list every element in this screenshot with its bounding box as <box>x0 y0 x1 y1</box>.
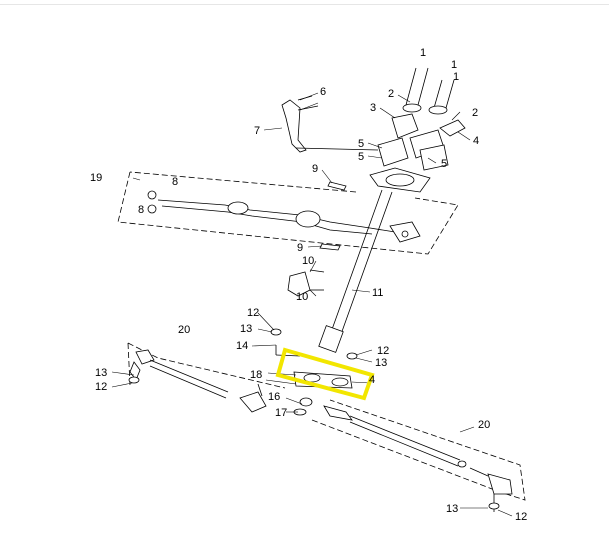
tie-rod-frame-left <box>127 342 286 389</box>
callout-13d: 13 <box>446 503 458 515</box>
callout-10a: 10 <box>302 255 314 267</box>
callout-2a: 2 <box>388 88 394 100</box>
callout-13a: 13 <box>240 323 252 335</box>
subassembly-frame-19 <box>117 171 459 255</box>
tie-rod-left <box>129 349 267 413</box>
callout-4a: 4 <box>473 135 479 147</box>
top-border-line <box>0 4 609 5</box>
leader-lines <box>111 92 513 517</box>
callout-17: 17 <box>275 407 287 419</box>
highlight-box <box>275 347 375 401</box>
callout-13b: 13 <box>375 357 387 369</box>
callout-3: 3 <box>370 102 376 114</box>
callout-9b: 9 <box>297 242 303 254</box>
upper-clamp-assembly <box>369 67 466 193</box>
callout-12d: 12 <box>515 511 527 523</box>
callout-10b: 10 <box>296 291 308 303</box>
callout-12a: 12 <box>247 307 259 319</box>
callout-19: 19 <box>90 172 102 184</box>
callout-labels: 1 1 1 2 2 3 4 4 5 5 5 6 7 8 8 9 9 10 10 … <box>90 47 527 523</box>
callout-4b: 4 <box>369 374 375 386</box>
callout-14: 14 <box>236 340 248 352</box>
callout-1b: 1 <box>451 59 457 71</box>
pins-and-damper <box>287 181 347 297</box>
callout-6: 6 <box>320 86 326 98</box>
callout-1a: 1 <box>420 47 426 59</box>
callout-8b: 8 <box>138 204 144 216</box>
callout-20b: 20 <box>478 419 490 431</box>
callout-5b: 5 <box>358 151 364 163</box>
callout-1c: 1 <box>453 71 459 83</box>
callout-9a: 9 <box>312 163 318 175</box>
linkage-rod <box>147 190 421 243</box>
tie-rod-right <box>323 405 513 512</box>
callout-5c: 5 <box>441 158 447 170</box>
callout-2b: 2 <box>472 107 478 119</box>
callout-12b: 12 <box>377 345 389 357</box>
callout-11: 11 <box>372 287 383 299</box>
callout-8a: 8 <box>172 176 178 188</box>
callout-16: 16 <box>268 391 280 403</box>
callout-7: 7 <box>254 125 260 137</box>
fasteners <box>128 328 500 510</box>
callout-13c: 13 <box>95 367 107 379</box>
callout-12c: 12 <box>95 381 107 393</box>
callout-5a: 5 <box>358 138 364 150</box>
callout-20a: 20 <box>178 324 190 336</box>
tie-rod-frame-right <box>311 399 526 501</box>
steering-column <box>318 189 393 353</box>
callout-18: 18 <box>250 369 262 381</box>
